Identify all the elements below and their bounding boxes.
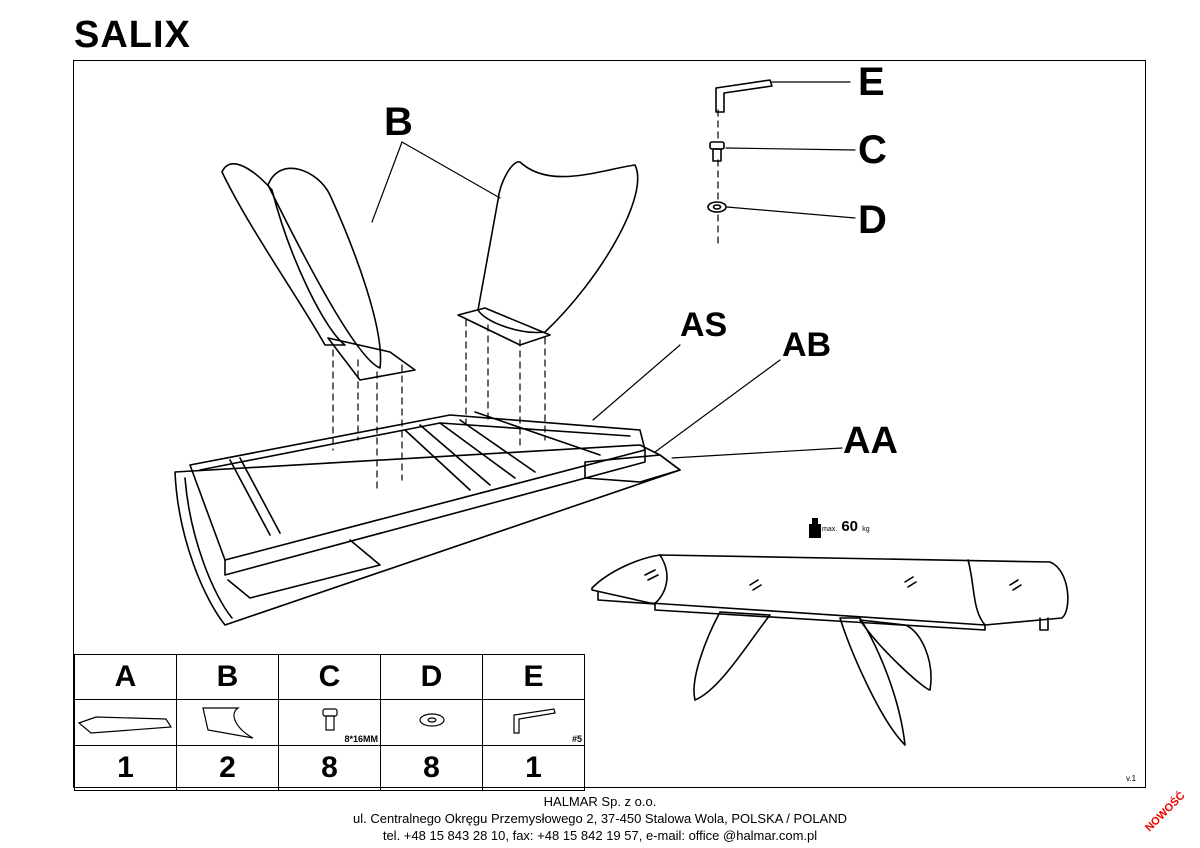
part-qty: 8 [380,745,483,791]
washer-icon [380,699,483,746]
parts-table: A B C D E 8*16MM #5 1 2 8 8 1 [74,654,585,791]
part-letter: B [176,654,279,700]
version-label: v.1 [1126,774,1137,783]
key-size-note: #5 [571,734,582,744]
footer-address: ul. Centralnego Okręgu Przemysłowego 2, … [352,811,847,826]
max-weight: max. 60 kg [822,518,870,535]
part-qty: 8 [278,745,381,791]
part-letter: A [74,654,177,700]
washer-drawing [707,201,727,213]
part-qty: 1 [74,745,177,791]
label-aa: AA [843,420,898,462]
screw-drawing [709,141,725,162]
leader-lines [371,81,856,459]
part-letter: C [278,654,381,700]
label-d: D [858,198,887,242]
leg-b-left-drawing [221,163,416,381]
assembled-table-drawing [591,554,1069,746]
part-qty: 1 [482,745,585,791]
footer-contact: tel. +48 15 843 28 10, fax: +48 15 842 1… [382,828,818,843]
leg-icon [176,699,279,746]
tabletop-icon [74,699,177,746]
label-ab: AB [782,326,832,364]
weight-icon [809,518,821,538]
page-title: SALIX [74,14,191,56]
screw-icon: 8*16MM [278,699,381,746]
label-c: C [858,128,887,172]
diagram-frame [73,60,1146,788]
screw-size-note: 8*16MM [344,734,378,744]
part-letter: D [380,654,483,700]
allen-key-drawing [715,79,773,113]
footer-company: HALMAR Sp. z o.o. [543,794,657,809]
label-b: B [384,100,413,144]
table-frame-drawing [174,411,681,626]
part-letter: E [482,654,585,700]
label-e: E [858,60,885,104]
leg-b-right-drawing [457,161,639,346]
guide-lines [332,109,719,491]
label-as: AS [680,306,728,344]
part-qty: 2 [176,745,279,791]
allen-key-icon: #5 [482,699,585,746]
